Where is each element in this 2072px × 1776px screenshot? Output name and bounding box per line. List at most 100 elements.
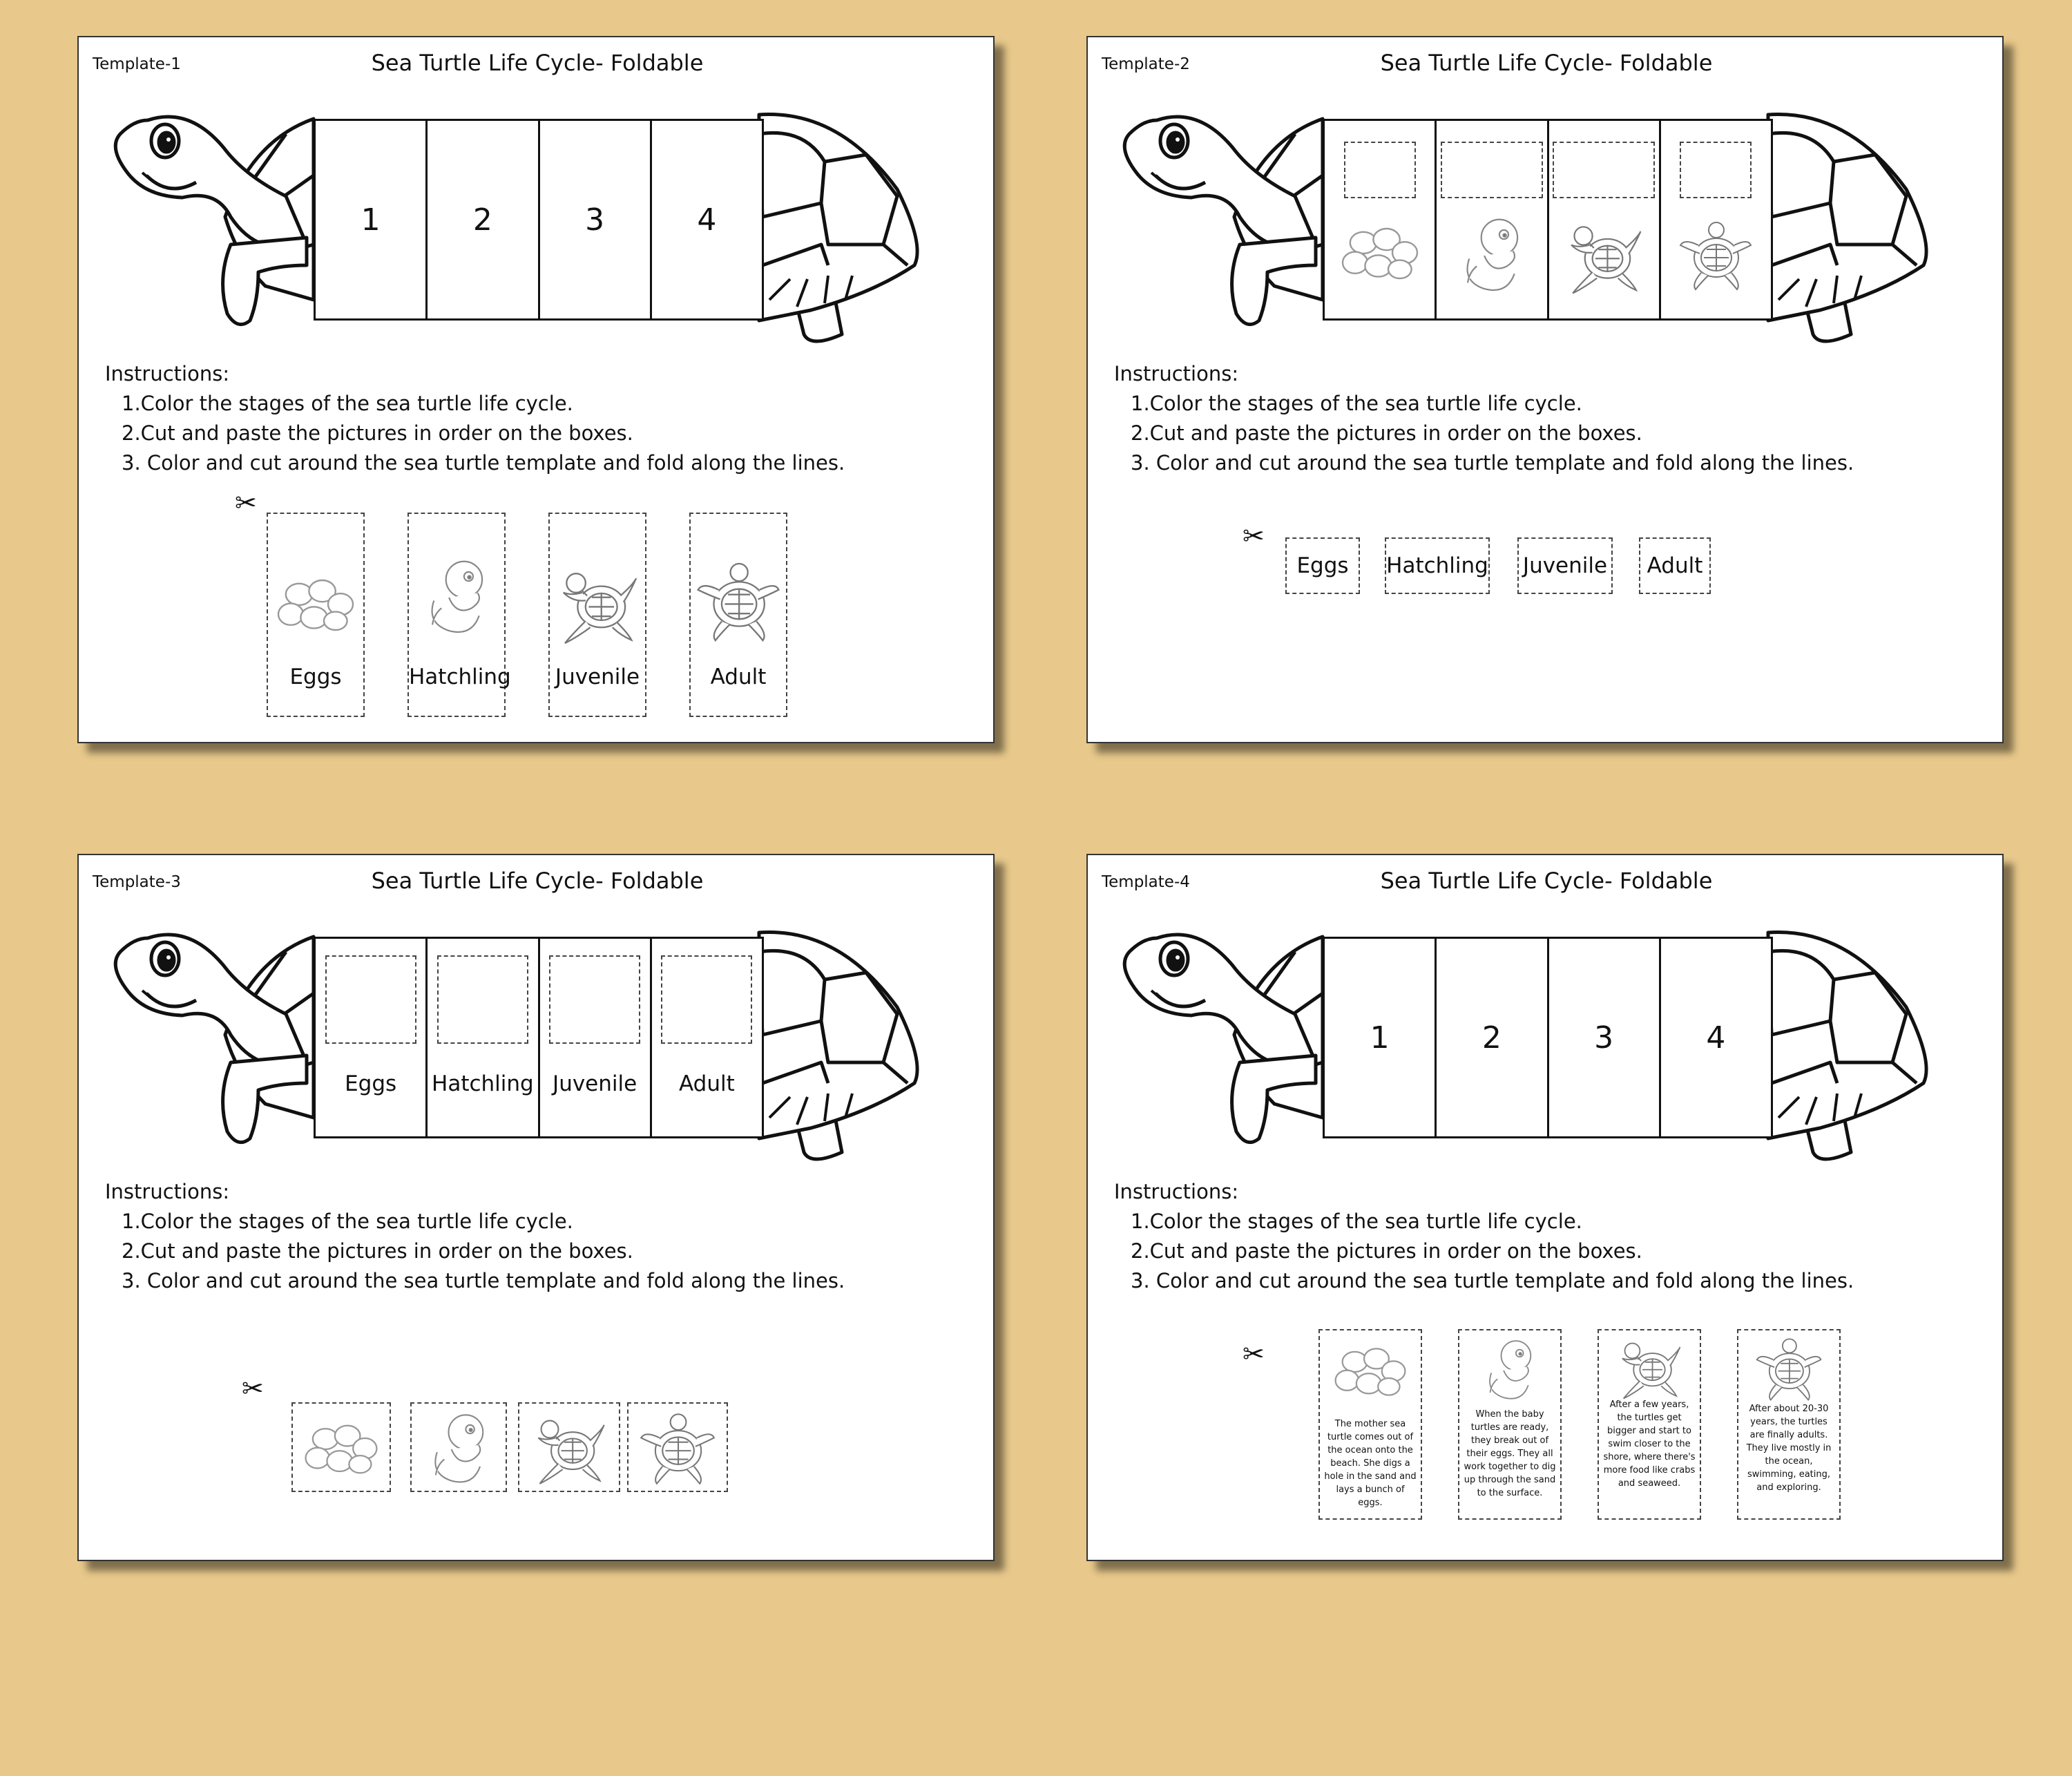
- panel-label: Adult: [678, 1071, 735, 1096]
- fold-panel: 2: [1437, 937, 1549, 1138]
- scissors-icon: ✂: [1243, 521, 1265, 551]
- stage-description: When the baby turtles are ready, they br…: [1464, 1409, 1556, 1498]
- cutout-description-card: The mother sea turtle comes out of the o…: [1318, 1329, 1422, 1520]
- panel-label: Eggs: [345, 1071, 397, 1096]
- card-title: Sea Turtle Life Cycle- Foldable: [1380, 50, 1713, 76]
- scissors-icon: ✂: [235, 488, 257, 518]
- paste-box: [1680, 142, 1752, 198]
- template-card-1: Template-1 Sea Turtle Life Cycle- Foldab…: [77, 36, 995, 743]
- paste-box: [1440, 142, 1543, 198]
- cutout-description-card: After a few years, the turtles get bigge…: [1598, 1329, 1701, 1520]
- cutout-word: Hatchling: [1385, 537, 1490, 594]
- instruction-step: 1.Color the stages of the sea turtle lif…: [1131, 392, 1582, 415]
- fold-panel: Hatchling: [428, 937, 540, 1138]
- paste-box: [1553, 142, 1656, 198]
- fold-strip: 1 2 3 4: [1323, 937, 1773, 1138]
- fold-panel: [1548, 119, 1661, 321]
- instruction-step: 2.Cut and paste the pictures in order on…: [122, 421, 633, 445]
- instructions: Instructions: 1.Color the stages of the …: [105, 359, 845, 478]
- instruction-step: 1.Color the stages of the sea turtle lif…: [122, 1210, 573, 1233]
- instructions-heading: Instructions:: [105, 362, 230, 385]
- instructions: Instructions: 1.Color the stages of the …: [1114, 359, 1854, 478]
- paste-box: [437, 955, 528, 1044]
- fold-strip: 1 2 3 4: [314, 119, 764, 321]
- fold-panel: [1437, 119, 1549, 321]
- fold-strip: Eggs Hatchling Juvenile Adult: [314, 937, 764, 1138]
- cutout-label: Eggs: [289, 665, 342, 689]
- fold-panel: 1: [1323, 937, 1437, 1138]
- instruction-step: 2.Cut and paste the pictures in order on…: [1131, 421, 1642, 445]
- panel-label: Juvenile: [553, 1071, 637, 1096]
- card-title: Sea Turtle Life Cycle- Foldable: [1380, 868, 1713, 894]
- stage-description: After about 20-30 years, the turtles are…: [1746, 1404, 1832, 1493]
- eggs-picture: [300, 1422, 382, 1477]
- fold-panel: [1323, 119, 1437, 321]
- cutout-card: Eggs: [267, 513, 365, 717]
- fold-panel: Eggs: [314, 937, 428, 1138]
- instruction-step: 3. Color and cut around the sea turtle t…: [122, 451, 845, 475]
- scissors-icon: ✂: [1243, 1339, 1265, 1369]
- panel-number: 2: [1481, 1020, 1502, 1056]
- fold-panel: [1660, 119, 1773, 321]
- cutout-label: Hatchling: [409, 665, 511, 689]
- fold-panel: 1: [314, 119, 428, 321]
- fold-panel: Adult: [651, 937, 764, 1138]
- panel-number: 1: [1370, 1020, 1390, 1056]
- instruction-step: 3. Color and cut around the sea turtle t…: [122, 1269, 845, 1292]
- fold-panel: 2: [428, 119, 540, 321]
- cutout-card: Adult: [689, 513, 787, 717]
- panel-label: Hatchling: [432, 1071, 534, 1096]
- cutout-word: Adult: [1639, 537, 1711, 594]
- instruction-step: 2.Cut and paste the pictures in order on…: [1131, 1239, 1642, 1263]
- template-label: Template-4: [1102, 873, 1190, 891]
- juvenile-picture: [529, 1409, 609, 1488]
- juvenile-picture: [554, 561, 641, 648]
- fold-panel: 4: [651, 119, 764, 321]
- adult-picture: [637, 1409, 718, 1488]
- cutout-word: Juvenile: [1517, 537, 1613, 594]
- instruction-step: 2.Cut and paste the pictures in order on…: [122, 1239, 633, 1263]
- eggs-picture: [274, 576, 357, 634]
- stage-description: The mother sea turtle comes out of the o…: [1324, 1419, 1417, 1508]
- cutout-description-card: After about 20-30 years, the turtles are…: [1737, 1329, 1841, 1520]
- panel-number: 1: [361, 202, 381, 238]
- eggs-picture: [1332, 1344, 1409, 1400]
- fold-strip: [1323, 119, 1773, 321]
- cutout-picture: [410, 1402, 507, 1492]
- hatchling-picture: [1454, 213, 1530, 296]
- instructions-heading: Instructions:: [1114, 1180, 1239, 1203]
- cutout-picture: [291, 1402, 391, 1492]
- cutout-label: Adult: [710, 665, 767, 689]
- adult-picture: [695, 558, 782, 645]
- hatchling-picture: [1479, 1336, 1541, 1404]
- fold-panel: Juvenile: [539, 937, 652, 1138]
- paste-box: [325, 955, 416, 1044]
- scissors-icon: ✂: [242, 1373, 264, 1404]
- template-label: Template-2: [1102, 55, 1190, 73]
- template-card-2: Template-2 Sea Turtle Life Cycle- Foldab…: [1086, 36, 2004, 743]
- cutout-picture: [518, 1402, 620, 1492]
- instruction-step: 3. Color and cut around the sea turtle t…: [1131, 1269, 1854, 1292]
- instructions: Instructions: 1.Color the stages of the …: [1114, 1177, 1854, 1296]
- fold-panel: 3: [539, 119, 652, 321]
- instructions-heading: Instructions:: [105, 1180, 230, 1203]
- panel-number: 3: [585, 202, 605, 238]
- juvenile-picture: [1615, 1333, 1684, 1402]
- template-card-4: Template-4 Sea Turtle Life Cycle- Foldab…: [1086, 854, 2004, 1561]
- paste-box: [1343, 142, 1416, 198]
- instructions: Instructions: 1.Color the stages of the …: [105, 1177, 845, 1296]
- panel-number: 3: [1594, 1020, 1614, 1056]
- instruction-step: 1.Color the stages of the sea turtle lif…: [122, 392, 573, 415]
- cutout-picture: [627, 1402, 728, 1492]
- instruction-step: 1.Color the stages of the sea turtle lif…: [1131, 1210, 1582, 1233]
- paste-box: [661, 955, 753, 1044]
- hatchling-picture: [419, 555, 495, 638]
- instructions-heading: Instructions:: [1114, 362, 1239, 385]
- hatchling-picture: [423, 1409, 495, 1488]
- template-label: Template-1: [93, 55, 181, 73]
- card-title: Sea Turtle Life Cycle- Foldable: [371, 50, 704, 76]
- fold-panel: 4: [1660, 937, 1773, 1138]
- instruction-step: 3. Color and cut around the sea turtle t…: [1131, 451, 1854, 475]
- cutout-card: Hatchling: [407, 513, 511, 717]
- card-title: Sea Turtle Life Cycle- Foldable: [371, 868, 704, 894]
